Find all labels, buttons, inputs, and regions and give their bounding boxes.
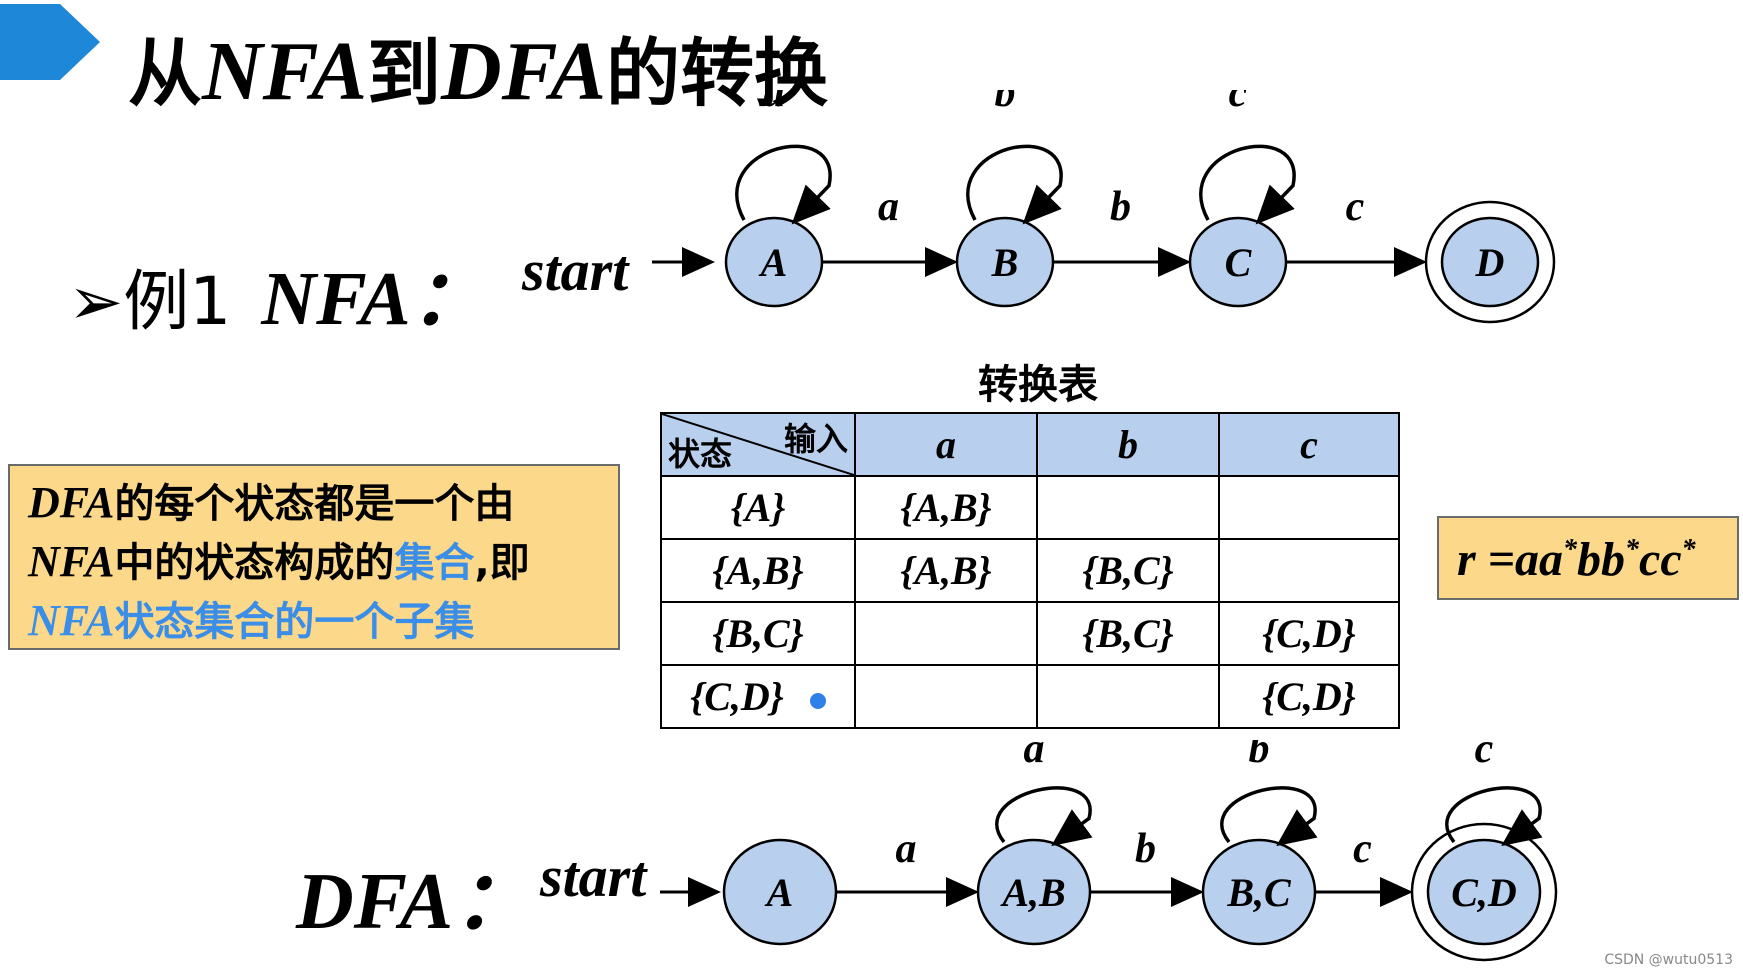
table-corner-cell: 输入 状态 (660, 412, 856, 477)
dfa-start-label: start (539, 844, 648, 909)
self-loop-label: c (1475, 740, 1494, 772)
transition-table: 输入 状态 a b c {A} {A,B} {A,B} {A,B} {B,C} … (660, 412, 1400, 729)
bullet-dot-icon (809, 692, 826, 709)
row-state: {C,D} (690, 674, 784, 719)
row-state: {A,B} (660, 538, 856, 603)
table-cell (1036, 475, 1220, 540)
title-chevron-icon (0, 4, 100, 80)
self-loop-arrow (1445, 786, 1543, 847)
table-cell (1218, 538, 1400, 603)
row-state-cell: {C,D} (660, 664, 856, 729)
table-row: {A} {A,B} (660, 475, 1400, 540)
table-cell: {C,D} (1218, 664, 1400, 729)
table-cell: {B,C} (1036, 538, 1220, 603)
example-bullet: ➢例1 (68, 263, 232, 340)
table-cell: {A,B} (854, 475, 1038, 540)
table-cell: {A,B} (854, 538, 1038, 603)
state-label: B (991, 240, 1019, 285)
transition-label: c (1346, 184, 1365, 230)
column-header-a: a (854, 412, 1038, 477)
state-label: C,D (1451, 870, 1517, 915)
self-loop-arrow (995, 786, 1093, 847)
corner-state-label: 状态 (668, 435, 733, 473)
page-title: 从NFA到DFA的转换 (128, 25, 829, 118)
transition-label: c (1353, 826, 1372, 872)
transition-label: a (896, 826, 917, 872)
transition-label: b (1110, 184, 1131, 230)
table-title: 转换表 (978, 362, 1098, 408)
self-loop-label: c (1229, 90, 1248, 116)
state-node (1440, 216, 1540, 308)
self-loop-label: b (1249, 740, 1270, 772)
dfa-diagram: start A A,B B,C C,D a b c a b c (539, 740, 1558, 962)
table-cell: {C,D} (1218, 601, 1400, 666)
self-loop-label: a (1024, 740, 1045, 772)
table-cell (1036, 664, 1220, 729)
self-loop-arrow (966, 144, 1063, 225)
regex-box: r =aa*bb*cc* (1437, 516, 1739, 600)
nfa-label: NFA： (261, 257, 487, 341)
state-label: C (1225, 240, 1253, 285)
table-cell (1218, 475, 1400, 540)
table-cell: {B,C} (1036, 601, 1220, 666)
state-label: A,B (999, 870, 1065, 915)
table-row: {C,D} {C,D} (660, 664, 1400, 729)
self-loop-label: b (995, 90, 1016, 116)
transition-label: a (878, 184, 899, 230)
self-loop-arrow (735, 144, 832, 225)
dfa-label: DFA： (296, 858, 534, 946)
nfa-start-label: start (521, 238, 630, 303)
state-label: B,C (1226, 870, 1292, 915)
row-state: {B,C} (660, 601, 856, 666)
table-row: {B,C} {B,C} {C,D} (660, 601, 1400, 666)
state-node (1426, 838, 1542, 946)
column-header-c: c (1218, 412, 1400, 477)
note-box: DFA的每个状态都是一个由 NFA中的状态构成的集合,即 NFA状态集合的一个子… (8, 464, 620, 650)
state-label: D (1475, 240, 1505, 285)
state-label: A (758, 240, 788, 285)
example-label: ➢例1 NFA： (68, 236, 487, 346)
row-state: {A} (660, 475, 856, 540)
self-loop-arrow (1199, 144, 1296, 225)
table-cell (854, 664, 1038, 729)
credit-watermark: CSDN @wutu0513 (1604, 952, 1733, 968)
self-loop-arrow (1220, 786, 1318, 847)
state-label: A (764, 870, 794, 915)
self-loop-label: a (764, 90, 785, 116)
table-cell (854, 601, 1038, 666)
nfa-diagram: start A B C Da b c a b c (521, 90, 1556, 324)
table-row: {A,B} {A,B} {B,C} (660, 538, 1400, 603)
corner-input-label: 输入 (783, 420, 848, 458)
column-header-b: b (1036, 412, 1220, 477)
transition-label: b (1135, 826, 1156, 872)
